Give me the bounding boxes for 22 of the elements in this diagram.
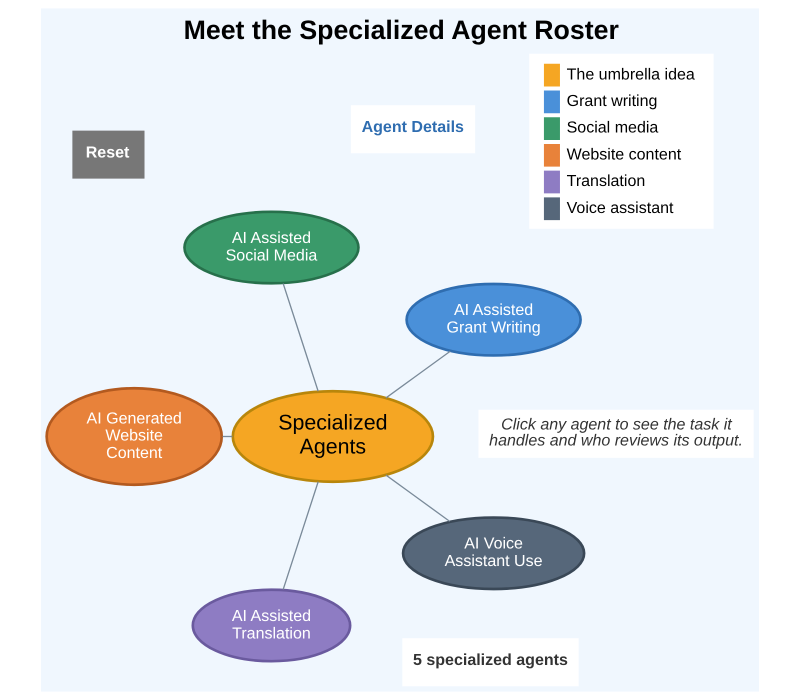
legend-label: Translation <box>566 172 646 190</box>
node-ellipse: AI Assisted Grant Writing <box>405 282 582 357</box>
legend-label: Social media <box>566 118 658 137</box>
label: Click any agent to see the task it handles and who reviews its output. <box>489 415 743 450</box>
node-ellipse: AI Assisted Translation <box>191 588 352 662</box>
legend-label: Website content <box>566 145 682 164</box>
diagram-title: Meet the Specialized Agent Roster <box>184 15 619 46</box>
node-ellipse: AI Generated Website Content <box>45 386 224 486</box>
node-ellipse: AI Assisted Social Media <box>183 210 360 285</box>
connector <box>282 283 319 392</box>
connector <box>222 436 232 438</box>
legend-label: Voice assistant <box>566 198 674 217</box>
legend-label: Grant writing <box>566 92 658 110</box>
label: Agent Details <box>362 118 464 136</box>
label: Reset <box>86 143 130 162</box>
legend-label: The umbrella idea <box>566 65 695 84</box>
node-ellipse: Specialized Agents <box>231 390 434 484</box>
connector <box>386 350 451 398</box>
label: 5 specialized agents <box>413 651 568 670</box>
connector <box>282 482 319 590</box>
node-ellipse: AI Voice Assistant Use <box>402 516 586 590</box>
connector <box>386 474 450 522</box>
